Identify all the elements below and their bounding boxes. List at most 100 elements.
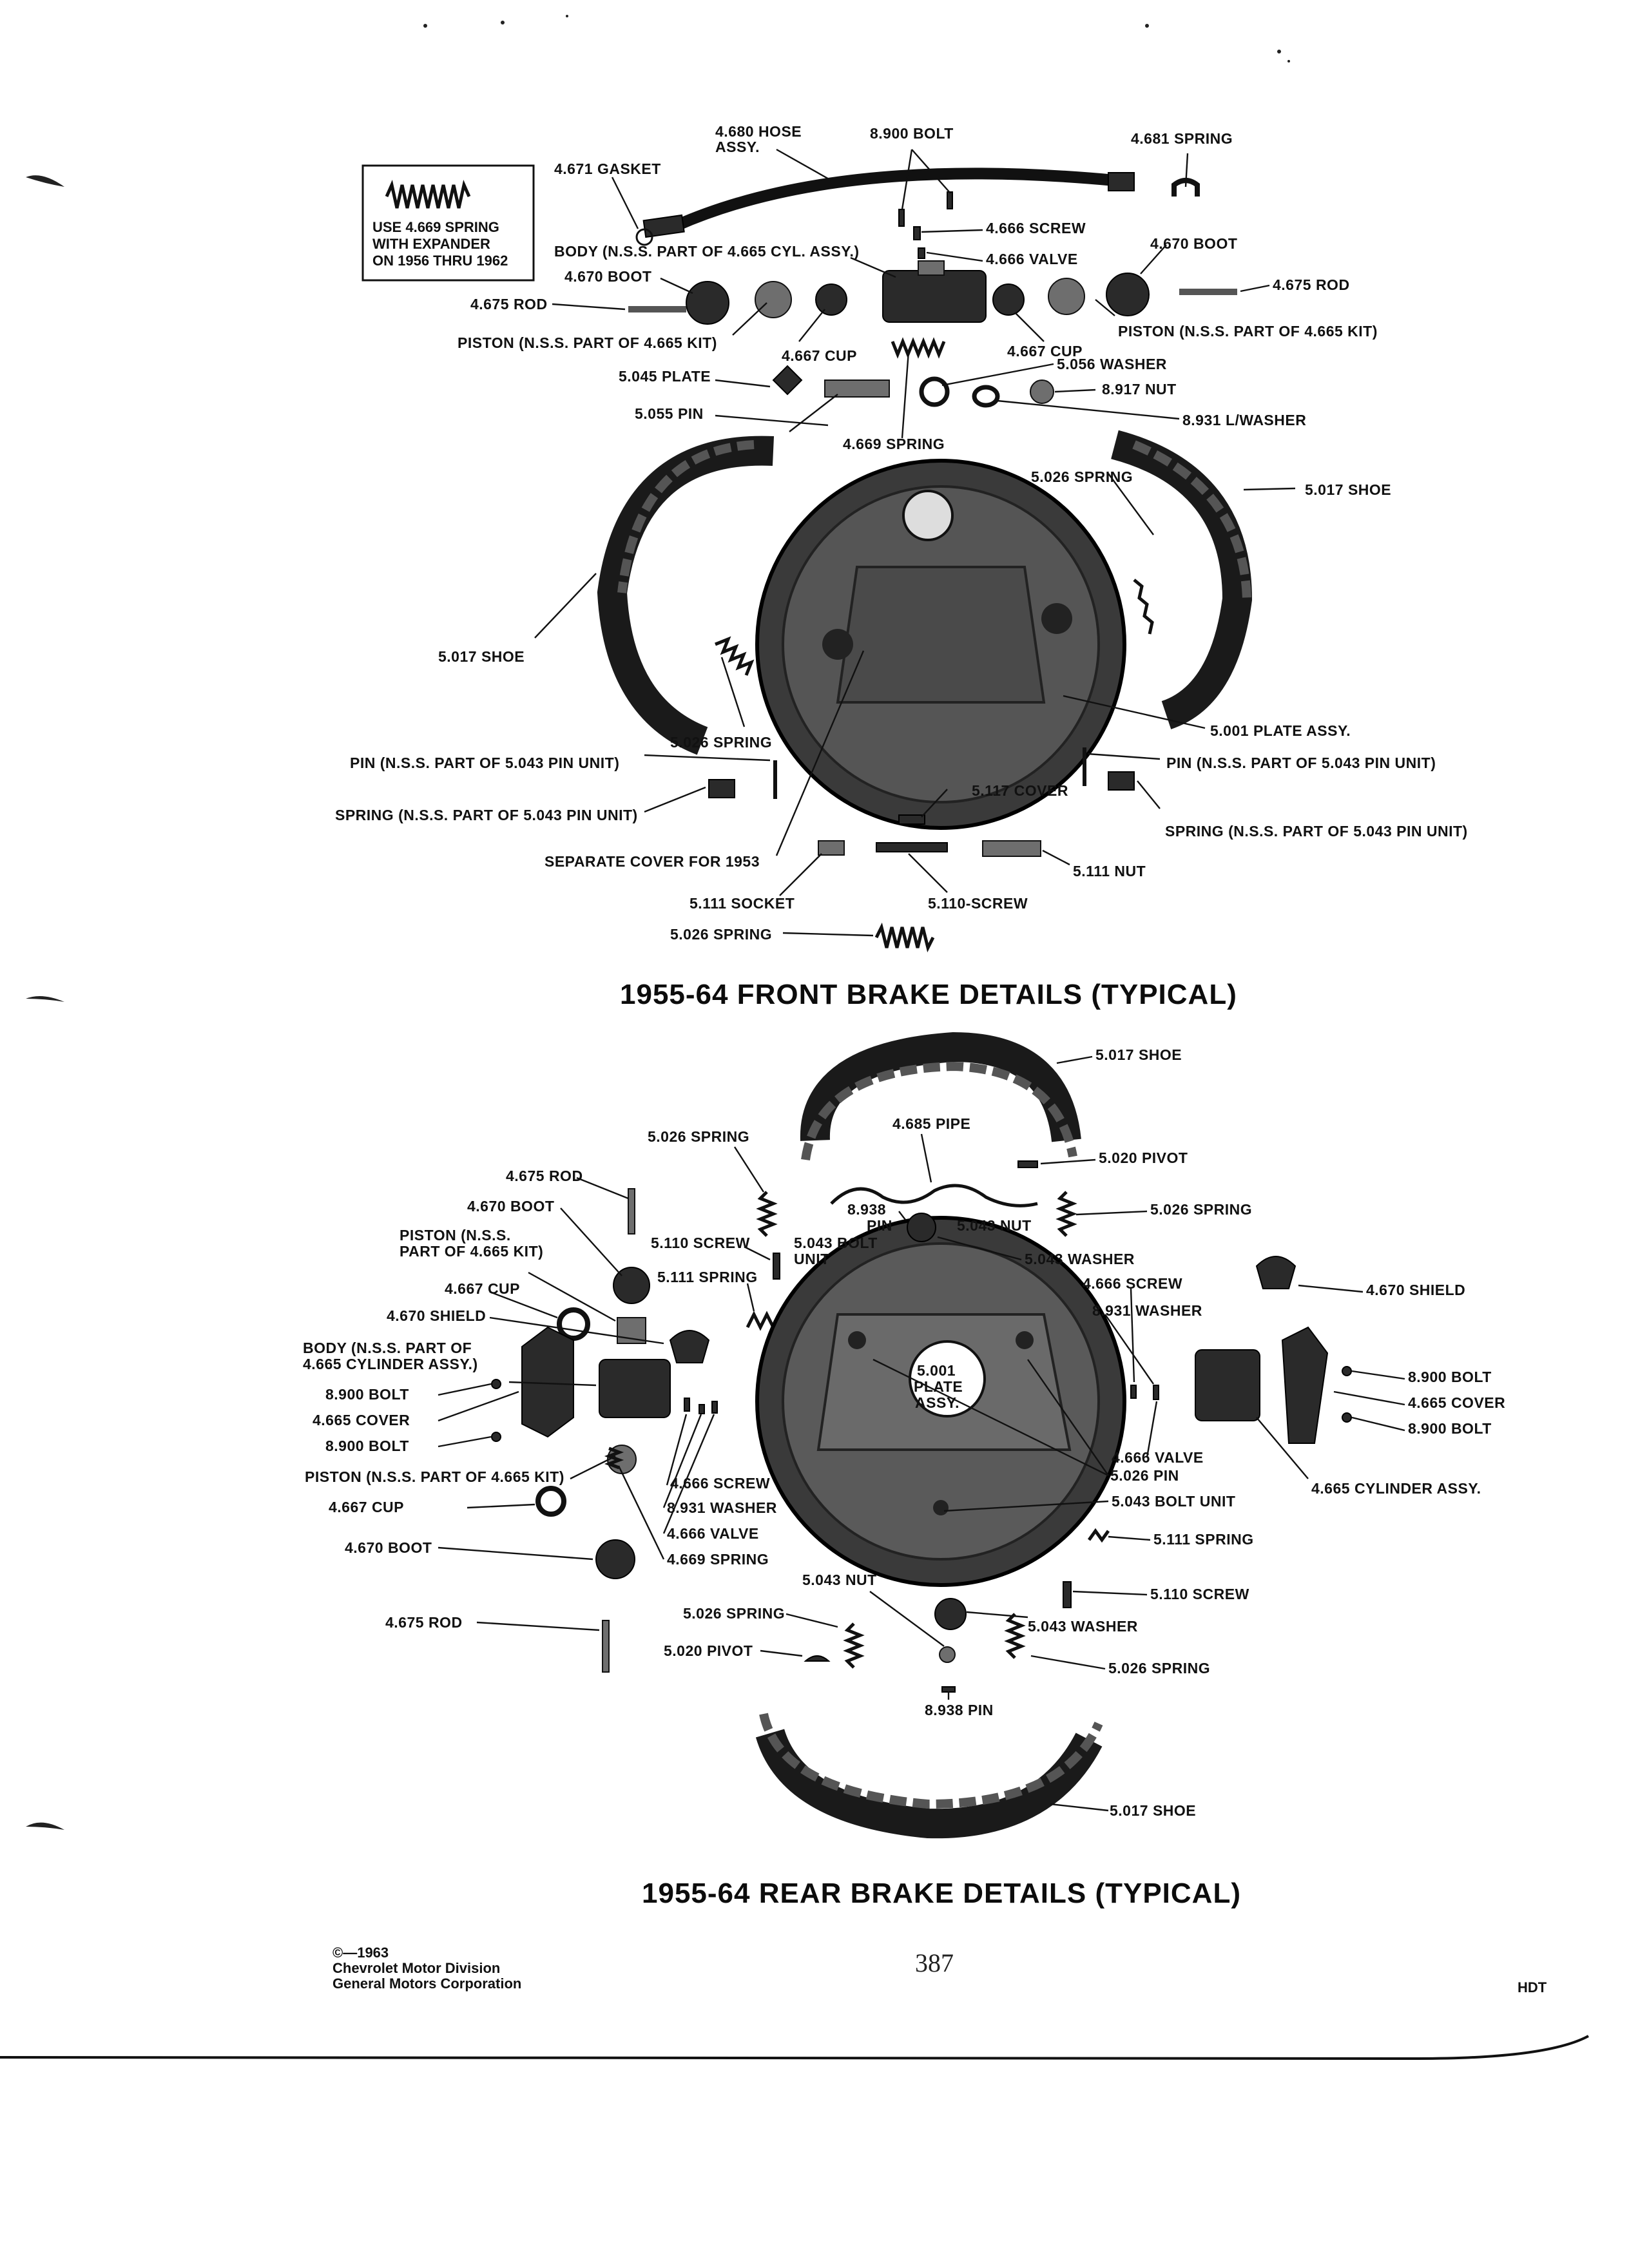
pin-right-illustration (1083, 747, 1086, 786)
rear-title: 1955-64 REAR BRAKE DETAILS (TYPICAL) (642, 1878, 1241, 1909)
spring-5026-left-illustration (715, 636, 755, 676)
boot-4670-left (686, 281, 729, 325)
pin-left-illustration (773, 760, 777, 799)
label-pin-8938-1: 8.938 (847, 1201, 886, 1218)
bolt-8900-right-top-illustration (1342, 1366, 1352, 1376)
label-pin-5055: 5.055 PIN (635, 405, 704, 422)
rod-4675-top-illustration (628, 1188, 635, 1235)
label-bolt-8900-right-top: 8.900 BOLT (1408, 1369, 1492, 1385)
valve-4666-left-illustration (711, 1401, 718, 1414)
label-spring-5026-left: 5.026 SPRING (670, 734, 772, 751)
label-washer-5043-top: 5.043 WASHER (1025, 1251, 1135, 1267)
label-pipe-4685: 4.685 PIPE (892, 1115, 970, 1132)
label-separate-cover: SEPARATE COVER FOR 1953 (545, 853, 760, 870)
spring-pin-left-illustration (708, 779, 735, 798)
rear-backing-plate (755, 1216, 1126, 1587)
label-screw-4666: 4.666 SCREW (986, 220, 1086, 236)
label-piston-left: PISTON (N.S.S. PART OF 4.665 KIT) (458, 334, 717, 351)
washer-5056 (919, 376, 950, 407)
label-spring-5026-right: 5.026 SPRING (1031, 468, 1133, 485)
spring-5111-top-illustration (746, 1311, 775, 1331)
spring-5026-tr-illustration (1055, 1191, 1077, 1237)
label-shoe-5017-right: 5.017 SHOE (1305, 481, 1391, 498)
boot-4670-top-illustration (613, 1267, 650, 1304)
copyright-corporation: General Motors Corporation (333, 1975, 521, 1992)
label-spring-4669: 4.669 SPRING (843, 436, 945, 452)
spring-4669-illustration (385, 180, 471, 209)
bolt-8900-left-top-illustration (491, 1379, 501, 1389)
label-spring-4669: 4.669 SPRING (667, 1551, 769, 1568)
boot-4670-right (1106, 273, 1150, 316)
rear-leader-lines (438, 1055, 1405, 1812)
pivot-5020-bot-illustration (804, 1655, 831, 1662)
spring-5026-tl-illustration (756, 1191, 778, 1237)
label-spring-pin-left: SPRING (N.S.S. PART OF 5.043 PIN UNIT) (335, 807, 638, 823)
screw-5110-bot-illustration (1063, 1581, 1072, 1608)
front-title: 1955-64 FRONT BRAKE DETAILS (TYPICAL) (620, 979, 1237, 1010)
washer-5043-top (907, 1213, 936, 1242)
valve-4666 (918, 247, 925, 259)
label-pin-right: PIN (N.S.S. PART OF 5.043 PIN UNIT) (1166, 754, 1436, 771)
label-boot-4670-left: 4.670 BOOT (564, 268, 651, 285)
label-plate-1: 5.001 (917, 1362, 956, 1379)
label-screw-4666-right: 4.666 SCREW (1083, 1275, 1182, 1292)
washer-8931-left-illustration (699, 1404, 705, 1414)
label-bolt-5043-2: UNIT (794, 1251, 830, 1267)
label-screw-4666-left: 4.666 SCREW (670, 1475, 770, 1492)
label-valve-4666-left: 4.666 VALVE (667, 1525, 759, 1542)
label-cup-4667-bot: 4.667 CUP (329, 1499, 404, 1515)
cup-4667-right (992, 284, 1025, 316)
note-box: USE 4.669 SPRING WITH EXPANDER ON 1956 T… (361, 164, 535, 282)
label-cup-4667-right: 4.667 CUP (1007, 343, 1083, 360)
nut-5043-bot-illustration (939, 1646, 956, 1663)
label-piston-1: PISTON (N.S.S. (400, 1227, 511, 1244)
spring-pin-right-illustration (1108, 771, 1135, 791)
rod-4675-right (1179, 289, 1237, 295)
page-number: 387 (915, 1948, 954, 1977)
rear-shoe-top (800, 1032, 1081, 1142)
label-cover-5117: 5.117 COVER (972, 782, 1068, 799)
gasket-4671 (635, 228, 653, 246)
label-piston-2: PART OF 4.665 KIT) (400, 1243, 543, 1260)
hose-assembly (642, 168, 1135, 238)
label-shield-4670-right: 4.670 SHIELD (1366, 1282, 1465, 1298)
label-cover-4665-right: 4.665 COVER (1408, 1394, 1505, 1411)
label-washer-8931-right: 8.931 WASHER (1092, 1302, 1202, 1319)
cup-4667-top-illustration (557, 1307, 590, 1341)
label-pivot-5020-bot: 5.020 PIVOT (664, 1642, 753, 1659)
label-socket-5111: 5.111 SOCKET (689, 895, 795, 912)
label-rod-4675-right: 4.675 ROD (1273, 276, 1350, 293)
label-valve-4666-right: 4.666 VALVE (1112, 1449, 1204, 1466)
label-shield-4670-left: 4.670 SHIELD (387, 1307, 486, 1324)
spring-5026-right-illustration (1133, 579, 1154, 635)
label-washer-5056: 5.056 WASHER (1057, 356, 1167, 372)
label-pin-left: PIN (N.S.S. PART OF 5.043 PIN UNIT) (350, 754, 619, 771)
label-pin-8938-bot: 8.938 PIN (925, 1702, 994, 1718)
label-nut-5043: 5.043 NUT (957, 1217, 1032, 1234)
label-rod-4675-left: 4.675 ROD (470, 296, 548, 312)
washer-5043-bot-illustration (934, 1598, 967, 1630)
label-pivot-5020-top: 5.020 PIVOT (1099, 1149, 1188, 1166)
cylinder-4665-right-illustration (1195, 1349, 1260, 1421)
socket-5111-illustration (818, 840, 845, 856)
cover-4665-left-illustration (521, 1326, 574, 1438)
pipe-4685 (830, 1184, 1038, 1207)
valve-4666-right-illustration (1153, 1385, 1159, 1400)
label-spring-4681: 4.681 SPRING (1131, 130, 1233, 147)
bolt-8900-right-bot-illustration (1342, 1412, 1352, 1423)
label-bolt-unit-5043: 5.043 BOLT UNIT (1112, 1493, 1235, 1510)
label-washer-5043-bot: 5.043 WASHER (1028, 1618, 1138, 1635)
label-body-2: 4.665 CYLINDER ASSY.) (303, 1356, 478, 1372)
note-line-3: ON 1956 THRU 1962 (372, 253, 508, 269)
label-bolt-8900-right-bot: 8.900 BOLT (1408, 1420, 1492, 1437)
rod-4675-bot-illustration (602, 1620, 610, 1673)
front-leader-lines (534, 148, 1296, 937)
spring-5026-br-illustration (1004, 1613, 1026, 1659)
rear-shoe-top-lining (801, 1061, 1077, 1160)
front-backing-plate (755, 459, 1126, 830)
cup-4667-bot-illustration (535, 1486, 566, 1517)
washer-8931-right-illustration (1130, 1385, 1137, 1399)
label-cover-4665-left: 4.665 COVER (313, 1412, 410, 1428)
scan-marks (26, 15, 1290, 1830)
